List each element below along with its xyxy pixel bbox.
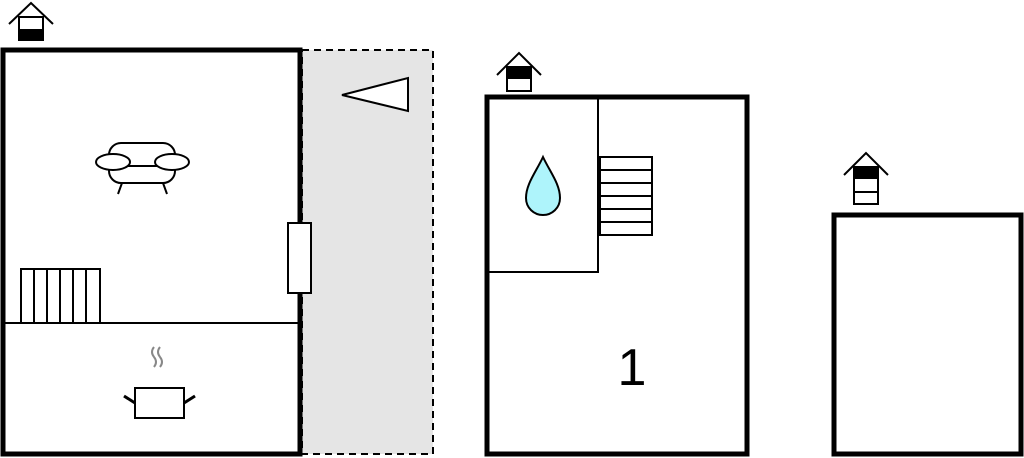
house-level-icon (8, 1, 54, 41)
stairs-icon (599, 156, 653, 236)
terrace (301, 49, 434, 455)
room-number-label: 1 (618, 339, 647, 397)
water-drop-icon (524, 154, 562, 217)
house-level-icon (496, 51, 542, 92)
floor-plan-second (831, 151, 1024, 457)
floor-plan-first: 1 (484, 51, 750, 457)
north-arrow-icon (341, 76, 409, 113)
house-level-icon (843, 151, 889, 205)
first-floor-outline (484, 94, 750, 457)
floor-plan-ground (0, 1, 434, 457)
sofa-icon (95, 142, 190, 195)
door-icon (287, 222, 312, 294)
second-floor-outline (831, 212, 1024, 457)
cooking-pot-icon (123, 346, 196, 419)
radiator-icon (20, 268, 101, 324)
bathroom-wall (487, 97, 599, 273)
